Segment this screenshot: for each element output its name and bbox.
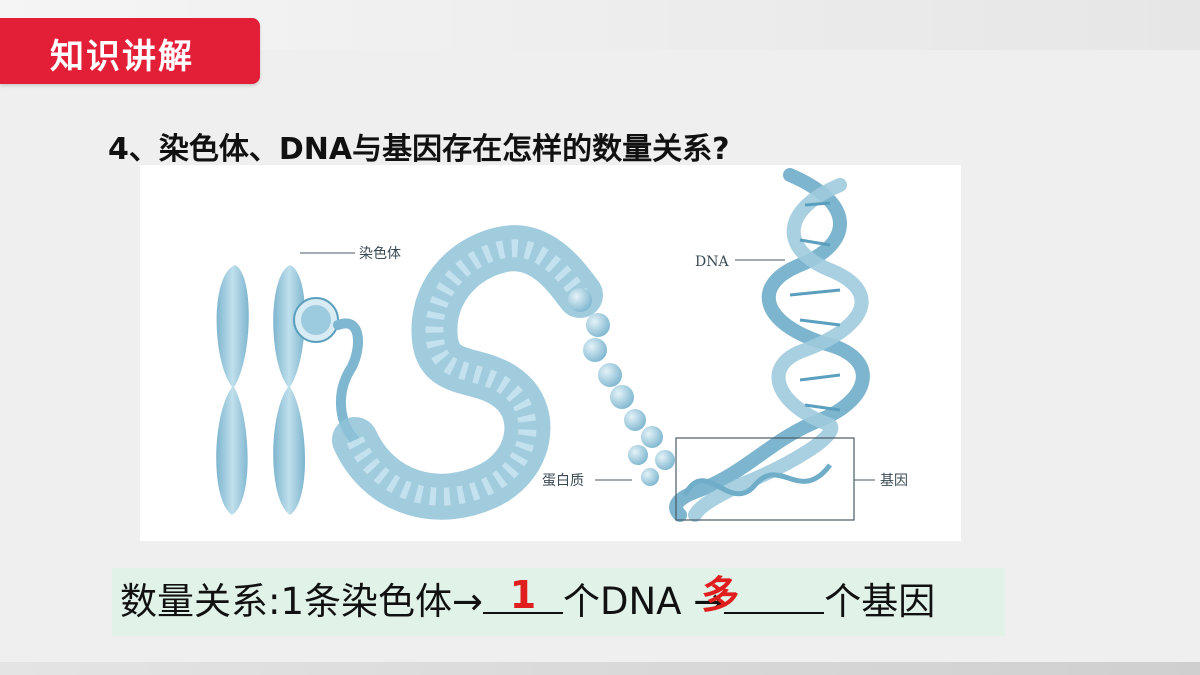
- section-tag-label: 知识讲解: [50, 37, 194, 77]
- nucleosome-beads: [568, 288, 675, 486]
- relation-middle: 个DNA →: [563, 580, 725, 623]
- bottom-band: [0, 662, 1200, 675]
- relation-prefix: 数量关系:1条染色体→: [120, 580, 484, 623]
- relation-box: [112, 568, 1005, 636]
- relation-statement: 数量关系:1条染色体→ 1 个DNA →多 个基因: [120, 573, 980, 629]
- question-heading: 4、染色体、DNA与基因存在怎样的数量关系?: [108, 132, 730, 167]
- label-dna: DNA: [695, 254, 729, 270]
- answer-1: 1: [509, 573, 537, 617]
- label-gene: 基因: [880, 472, 908, 489]
- section-tag: 知识讲解: [0, 18, 260, 84]
- gene-strand: [682, 463, 832, 497]
- chromosome-dna-gene-figure: 染色体 DNA 蛋白质 基因: [140, 165, 961, 541]
- label-chromosome: 染色体: [359, 245, 401, 262]
- chromosome-shape: [216, 265, 339, 515]
- answer-2: 多: [701, 573, 740, 617]
- label-protein: 蛋白质: [542, 473, 584, 489]
- chromatin-fiber: [332, 225, 603, 520]
- blank-2: 多: [701, 573, 825, 617]
- relation-suffix: 个基因: [824, 580, 936, 623]
- label-leaders: [300, 252, 875, 481]
- dna-helix: [669, 168, 870, 522]
- figure-illustration: 染色体 DNA 蛋白质 基因: [216, 168, 908, 522]
- gene-box: [675, 437, 855, 521]
- blank-1: 1: [483, 573, 564, 617]
